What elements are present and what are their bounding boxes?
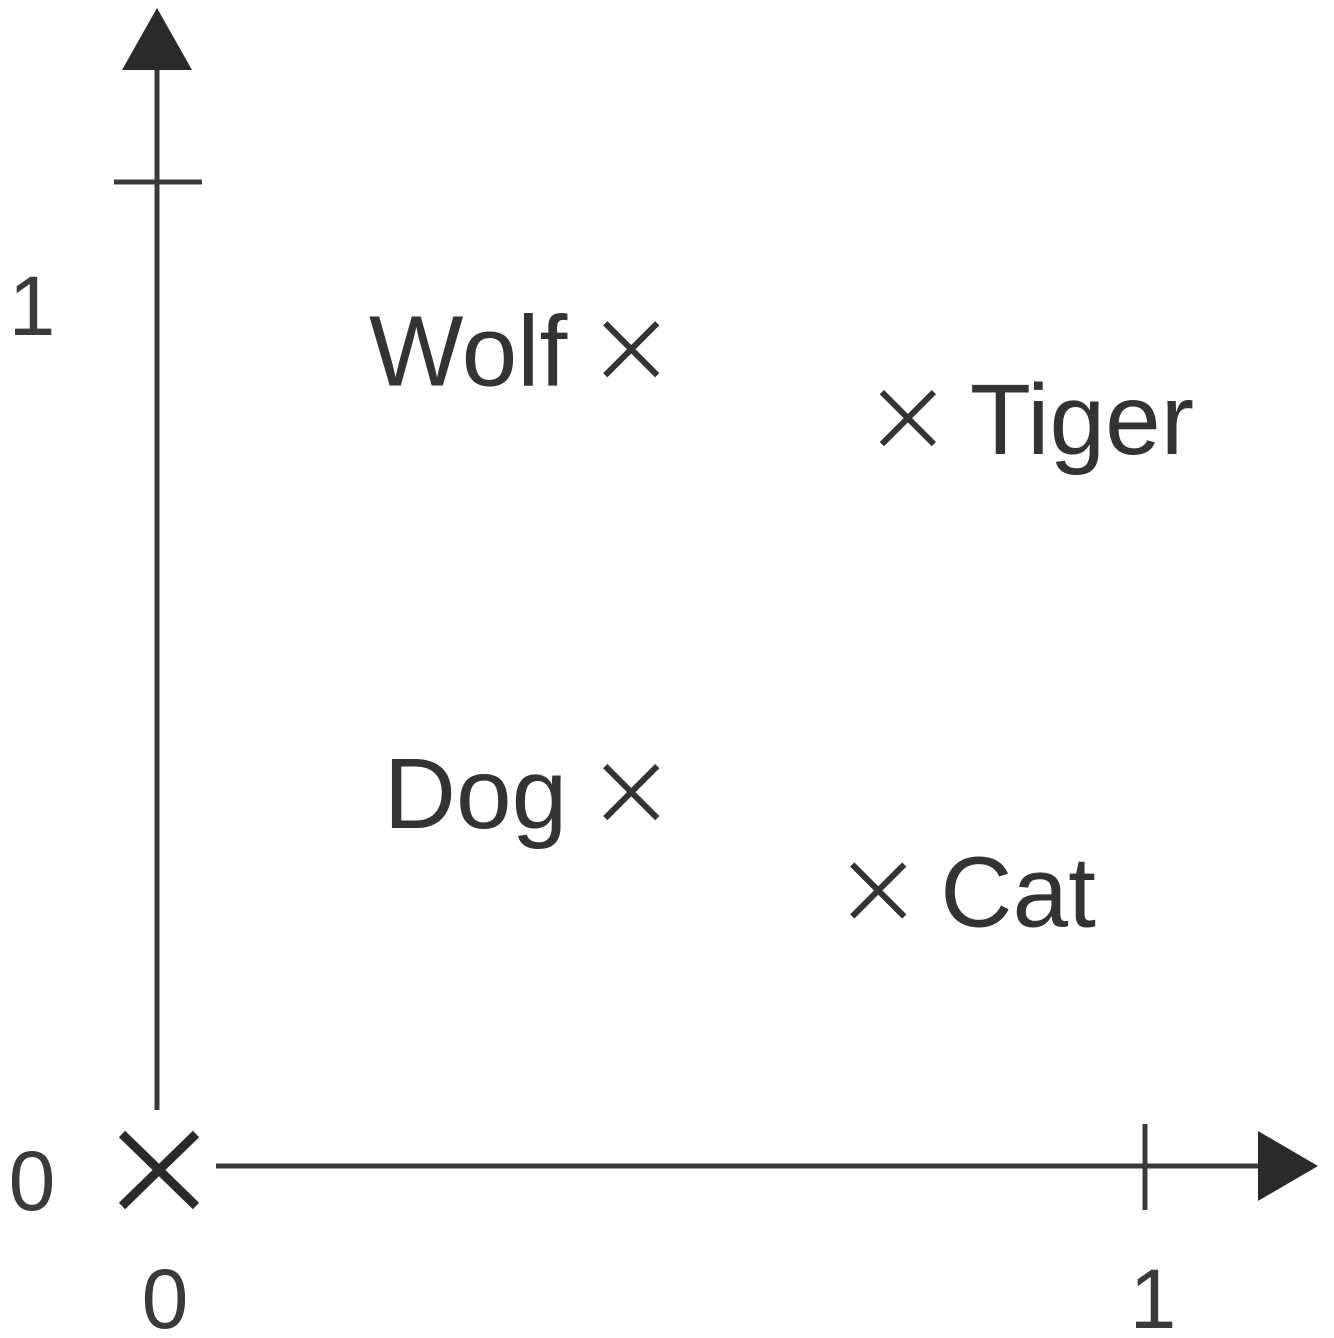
point-marker-tiger [879,390,937,447]
origin-cross-mark [118,1130,200,1210]
x-tick-label-0: 0 [142,1252,189,1338]
point-marker-cat [850,862,907,919]
x-tick-label-1: 1 [1130,1252,1177,1338]
y-tick-label-1: 1 [9,259,56,353]
point-label-cat: Cat [940,836,1096,948]
point-label-tiger: Tiger [970,364,1194,476]
point-marker-wolf [603,321,660,378]
point-label-dog: Dog [384,738,567,850]
axes [118,8,1318,1210]
y-axis-arrow [122,8,192,70]
x-axis-arrow [1258,1131,1318,1201]
tick-group: 0 1 0 1 [9,179,1177,1338]
point-label-wolf: Wolf [369,295,567,407]
point-marker-dog [603,763,660,821]
y-tick-label-0: 0 [9,1134,56,1228]
